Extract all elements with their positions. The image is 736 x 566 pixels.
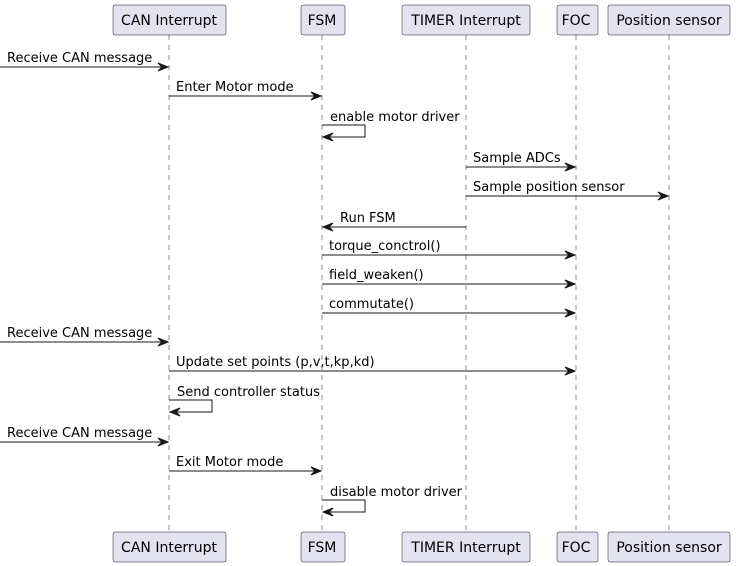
participant-label: CAN Interrupt: [121, 540, 217, 556]
message-2: enable motor driver: [321, 110, 460, 142]
message-label: Exit Motor mode: [176, 455, 283, 470]
participant-can-bottom: CAN Interrupt: [112, 531, 227, 563]
participant-foc-bottom: FOC: [556, 531, 599, 563]
message-7: field_weaken(): [322, 268, 577, 289]
message-label: enable motor driver: [330, 110, 460, 125]
participant-can-top: CAN Interrupt: [112, 4, 227, 36]
message-0: Receive CAN message: [0, 51, 170, 72]
message-label: Sample position sensor: [473, 180, 625, 195]
message-label: disable motor driver: [330, 485, 463, 500]
participant-label: Position sensor: [616, 13, 722, 29]
arrowhead: [157, 337, 170, 347]
message-8: commutate(): [322, 297, 577, 318]
participant-fsm-bottom: FSM: [300, 531, 346, 563]
message-label: Run FSM: [340, 211, 396, 226]
message-label: Receive CAN message: [7, 426, 152, 441]
message-9: Receive CAN message: [0, 326, 170, 347]
message-10: Update set points (p,v,t,kp,kd): [169, 355, 577, 376]
participant-label: FOC: [562, 13, 591, 29]
message-line: [169, 399, 213, 413]
message-14: disable motor driver: [321, 485, 463, 517]
participant-label: FSM: [308, 13, 337, 29]
participant-label: CAN Interrupt: [121, 13, 217, 29]
arrowhead: [310, 91, 323, 101]
arrowhead: [321, 507, 334, 517]
participant-pos-top: Position sensor: [607, 4, 731, 36]
participant-label: Position sensor: [616, 540, 722, 556]
message-5: Run FSM: [321, 211, 466, 232]
participant-box: [300, 4, 346, 36]
participant-box: [112, 4, 227, 36]
message-label: Receive CAN message: [7, 326, 152, 341]
participant-label: FOC: [562, 540, 591, 556]
message-1: Enter Motor mode: [169, 80, 323, 101]
participant-timer-top: TIMER Interrupt: [401, 4, 531, 36]
arrowhead: [157, 437, 170, 447]
message-4: Sample position sensor: [466, 180, 670, 201]
arrowhead: [310, 466, 323, 476]
participant-box: [112, 531, 227, 563]
participant-box: [300, 531, 346, 563]
participant-box: [401, 4, 531, 36]
message-label: Update set points (p,v,t,kp,kd): [176, 355, 375, 370]
arrowhead: [564, 250, 577, 260]
participant-timer-bottom: TIMER Interrupt: [401, 531, 531, 563]
participant-label: TIMER Interrupt: [410, 13, 521, 29]
arrowhead: [321, 222, 334, 232]
participant-foc-top: FOC: [556, 4, 599, 36]
message-label: Receive CAN message: [7, 51, 152, 66]
arrowhead: [157, 62, 170, 72]
message-13: Exit Motor mode: [169, 455, 323, 476]
message-label: Enter Motor mode: [176, 80, 294, 95]
arrowhead: [564, 279, 577, 289]
participant-label: FSM: [308, 540, 337, 556]
message-11: Send controller status: [168, 385, 320, 417]
participant-pos-bottom: Position sensor: [607, 531, 731, 563]
message-label: field_weaken(): [329, 268, 424, 283]
participant-box: [556, 531, 599, 563]
arrowhead: [657, 191, 670, 201]
message-line: [322, 124, 366, 138]
message-label: commutate(): [329, 297, 414, 312]
message-line: [322, 499, 366, 513]
arrowhead: [564, 308, 577, 318]
participant-box: [401, 531, 531, 563]
arrowhead: [168, 407, 181, 417]
participant-label: TIMER Interrupt: [410, 540, 521, 556]
message-label: Sample ADCs: [473, 151, 561, 166]
message-label: torque_conctrol(): [329, 239, 441, 254]
arrowhead: [321, 132, 334, 142]
participant-box: [556, 4, 599, 36]
message-6: torque_conctrol(): [322, 239, 577, 260]
message-3: Sample ADCs: [466, 151, 577, 172]
participant-fsm-top: FSM: [300, 4, 346, 36]
participant-box: [607, 531, 731, 563]
message-label: Send controller status: [177, 385, 320, 400]
participant-box: [607, 4, 731, 36]
arrowhead: [564, 162, 577, 172]
message-12: Receive CAN message: [0, 426, 170, 447]
arrowhead: [564, 366, 577, 376]
